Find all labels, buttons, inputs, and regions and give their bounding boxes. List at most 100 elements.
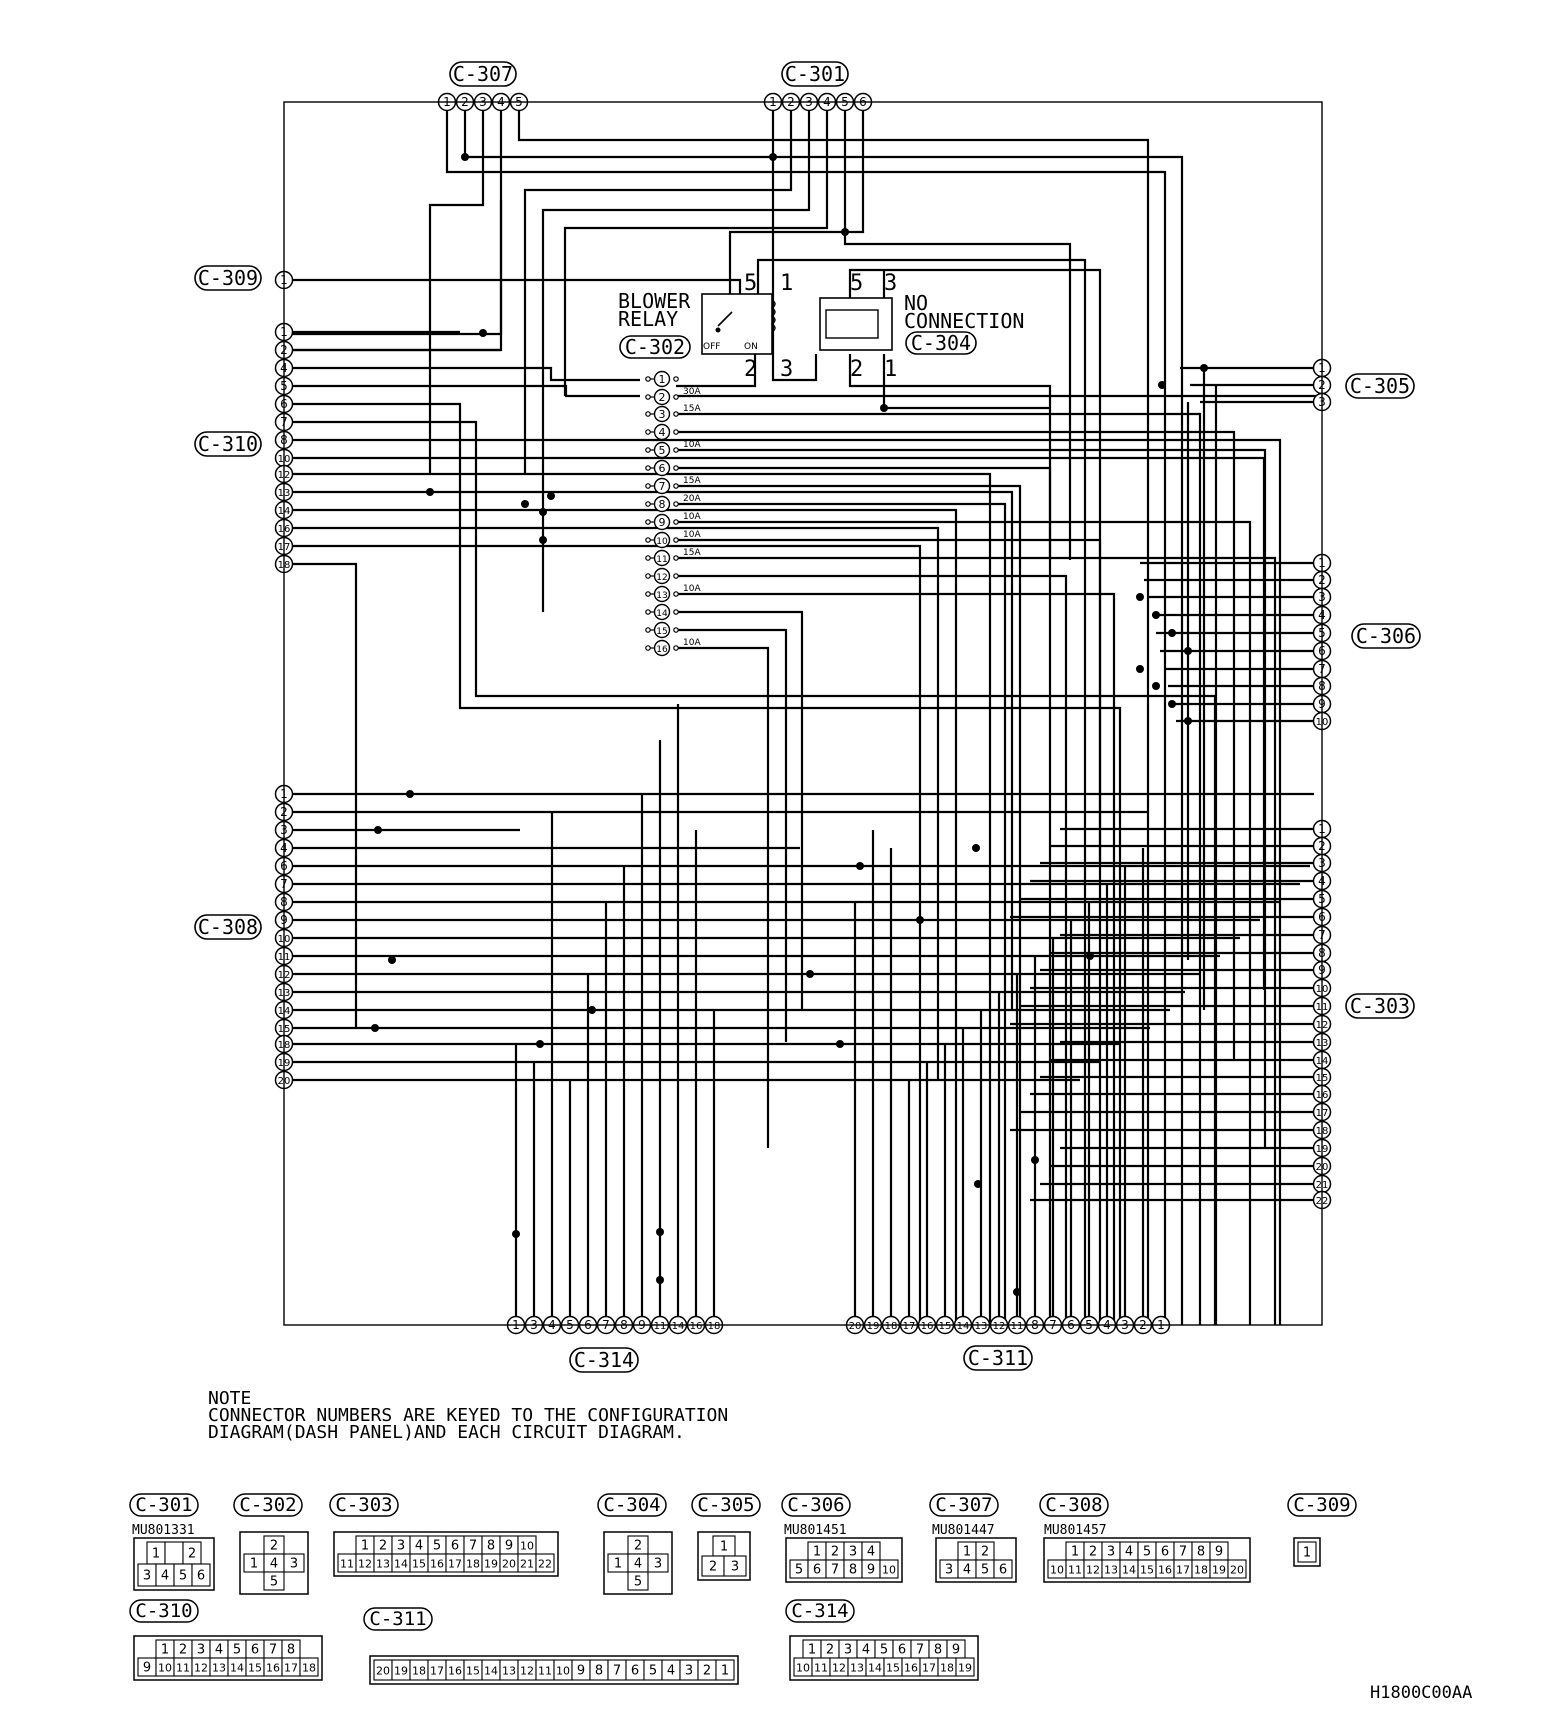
svg-text:14: 14 xyxy=(1122,1564,1136,1577)
svg-text:9: 9 xyxy=(952,1643,960,1658)
svg-text:6: 6 xyxy=(898,1643,906,1658)
svg-text:16: 16 xyxy=(430,1558,444,1571)
svg-text:19: 19 xyxy=(394,1665,408,1678)
svg-text:C-303: C-303 xyxy=(335,1494,392,1516)
svg-text:2: 2 xyxy=(634,1539,642,1554)
svg-text:C-309: C-309 xyxy=(1293,1494,1350,1516)
c310-wire-16 xyxy=(292,526,940,1080)
junction-dot xyxy=(1152,611,1160,619)
svg-text:1: 1 xyxy=(659,373,666,386)
svg-text:9: 9 xyxy=(143,1661,151,1676)
wire xyxy=(292,278,742,294)
connector-label-c310: C-310 xyxy=(198,432,258,456)
legend-c307-label: C-307 xyxy=(929,1493,999,1517)
junction-dots xyxy=(371,153,1208,1296)
svg-text:2: 2 xyxy=(188,1547,196,1562)
junction-dot xyxy=(1136,665,1144,673)
legend-c309-label: C-309 xyxy=(1287,1493,1357,1517)
legend-c303-label: C-303 xyxy=(329,1493,399,1517)
svg-text:2: 2 xyxy=(179,1643,187,1658)
svg-text:10A: 10A xyxy=(683,530,701,540)
svg-text:14: 14 xyxy=(672,1321,685,1332)
svg-text:3: 3 xyxy=(290,1557,298,1572)
wire xyxy=(676,556,1277,1325)
fuse-14: 14 xyxy=(645,603,679,621)
c310-wire-14 xyxy=(292,508,958,1325)
svg-text:3: 3 xyxy=(731,1560,739,1575)
svg-text:10: 10 xyxy=(796,1662,810,1675)
wire xyxy=(676,466,1052,1325)
svg-text:8: 8 xyxy=(595,1664,603,1679)
wire xyxy=(676,610,804,1010)
svg-text:9: 9 xyxy=(867,1563,875,1578)
svg-text:4: 4 xyxy=(667,1664,675,1679)
junction-dot xyxy=(841,228,849,236)
svg-text:15A: 15A xyxy=(683,476,701,486)
svg-text:14: 14 xyxy=(230,1662,244,1675)
svg-text:14: 14 xyxy=(484,1665,498,1678)
svg-text:17: 17 xyxy=(430,1665,444,1678)
svg-text:5: 5 xyxy=(795,1563,803,1578)
svg-text:9: 9 xyxy=(577,1664,585,1679)
svg-text:6: 6 xyxy=(813,1563,821,1578)
wire xyxy=(771,111,818,382)
svg-text:5: 5 xyxy=(981,1563,989,1578)
svg-text:17: 17 xyxy=(284,1662,298,1675)
svg-text:11: 11 xyxy=(814,1662,828,1675)
legend-c306-part: MU801451 xyxy=(784,1523,847,1538)
wire xyxy=(676,538,1102,863)
svg-text:12: 12 xyxy=(993,1321,1006,1332)
svg-text:16: 16 xyxy=(1158,1564,1172,1577)
svg-text:C-308: C-308 xyxy=(1045,1494,1102,1516)
svg-text:20: 20 xyxy=(376,1665,390,1678)
svg-text:18: 18 xyxy=(1194,1564,1208,1577)
svg-text:5: 5 xyxy=(233,1643,241,1658)
svg-text:4: 4 xyxy=(161,1569,169,1584)
wire xyxy=(676,520,1252,1325)
junction-dot xyxy=(769,153,777,161)
svg-text:1: 1 xyxy=(963,1545,971,1560)
svg-text:19: 19 xyxy=(1212,1564,1226,1577)
svg-text:7: 7 xyxy=(831,1563,839,1578)
svg-text:6: 6 xyxy=(631,1664,639,1679)
svg-text:15A: 15A xyxy=(683,548,701,558)
svg-text:19: 19 xyxy=(958,1662,972,1675)
svg-text:17: 17 xyxy=(448,1558,462,1571)
wire xyxy=(445,111,1167,1325)
junction-dot xyxy=(374,826,382,834)
junction-dot xyxy=(916,916,924,924)
legend-c306-label: C-306 xyxy=(781,1493,851,1517)
connector-label-c306: C-306 xyxy=(1356,624,1416,648)
svg-text:2: 2 xyxy=(270,1539,278,1554)
svg-text:10: 10 xyxy=(556,1665,570,1678)
junction-dot xyxy=(1013,1288,1021,1296)
junction-dot xyxy=(1184,717,1192,725)
relay-off-label: OFF xyxy=(703,342,720,352)
junction-dot xyxy=(1168,629,1176,637)
svg-text:20A: 20A xyxy=(683,494,701,504)
svg-text:1: 1 xyxy=(250,1557,258,1572)
wire xyxy=(517,111,1150,1325)
fuse-4: 4 xyxy=(645,423,679,441)
svg-text:15: 15 xyxy=(656,627,667,637)
svg-text:30A: 30A xyxy=(683,387,701,397)
svg-text:15: 15 xyxy=(412,1558,426,1571)
svg-text:4: 4 xyxy=(963,1563,971,1578)
svg-text:16: 16 xyxy=(690,1321,703,1332)
legend-c308-label: C-308 xyxy=(1039,1493,1109,1517)
svg-text:13: 13 xyxy=(656,591,667,601)
svg-text:18: 18 xyxy=(412,1665,426,1678)
svg-text:18: 18 xyxy=(708,1321,721,1332)
relay-pin-5: 5 xyxy=(744,271,757,296)
svg-text:9: 9 xyxy=(1215,1545,1223,1560)
svg-text:13: 13 xyxy=(850,1662,864,1675)
svg-text:5: 5 xyxy=(1143,1545,1151,1560)
legend-c311-label: C-311 xyxy=(363,1607,433,1631)
